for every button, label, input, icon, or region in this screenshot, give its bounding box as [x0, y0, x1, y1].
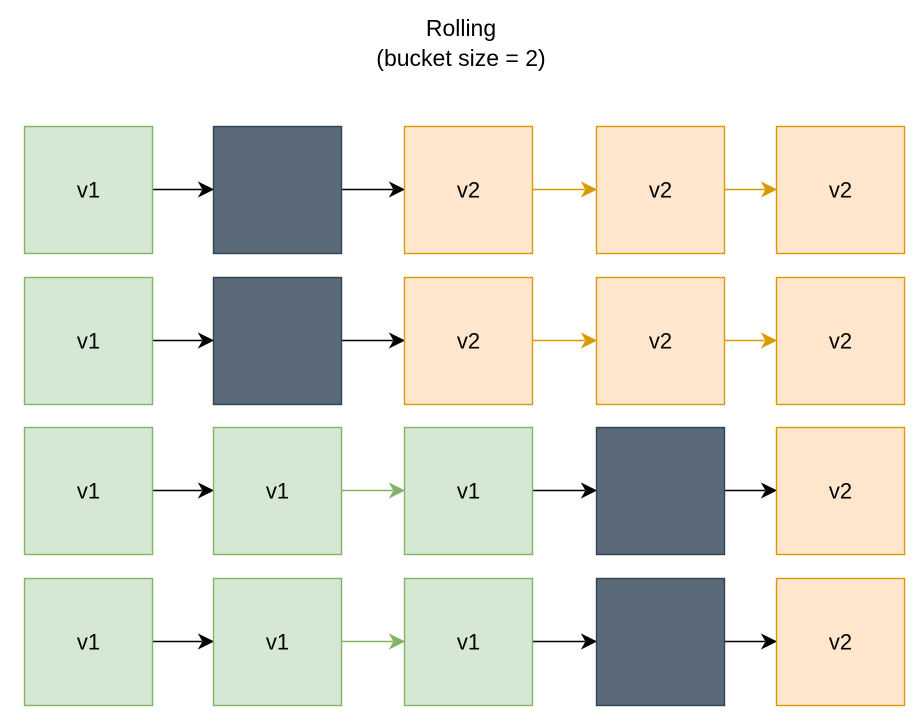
box-label: v1: [77, 630, 100, 655]
diagram-title: Rolling: [425, 15, 497, 41]
arrow-default: [152, 633, 215, 650]
version-box-v2: v2: [595, 125, 726, 255]
box-label: v1: [77, 178, 100, 203]
box-label: v1: [266, 630, 289, 655]
version-box-v1: v1: [212, 577, 343, 707]
arrow-v2: [724, 181, 778, 198]
box-label: v2: [649, 329, 672, 354]
empty-bucket-box: [595, 577, 726, 707]
arrow-default: [152, 332, 215, 349]
box-label: v2: [649, 178, 672, 203]
box-label: v2: [829, 178, 852, 203]
row-4: v1 v1 v1 v2: [23, 577, 906, 707]
arrow-default: [152, 181, 215, 198]
empty-bucket-box: [595, 426, 726, 556]
arrow-v1: [341, 633, 406, 650]
diagram-subtitle: (bucket size = 2): [376, 45, 546, 71]
box-label: v2: [829, 630, 852, 655]
version-box-v2: v2: [595, 276, 726, 406]
version-box-v1: v1: [23, 426, 154, 556]
arrow-default: [724, 482, 778, 499]
version-box-v2: v2: [775, 276, 906, 406]
row-1: v1 v2 v2 v2: [23, 125, 906, 255]
version-box-v1: v1: [403, 426, 534, 556]
version-box-v2: v2: [775, 577, 906, 707]
version-box-v1: v1: [212, 426, 343, 556]
box-label: v2: [829, 479, 852, 504]
empty-bucket-box: [212, 125, 343, 255]
row-3: v1 v1 v1 v2: [23, 426, 906, 556]
box-label: v1: [457, 479, 480, 504]
arrow-default: [532, 482, 598, 499]
box-label: v1: [457, 630, 480, 655]
arrow-default: [341, 332, 406, 349]
box-label: v1: [77, 329, 100, 354]
box-label: v2: [457, 178, 480, 203]
arrow-v2: [532, 181, 598, 198]
arrow-v2: [532, 332, 598, 349]
arrow-default: [152, 482, 215, 499]
version-box-v2: v2: [403, 276, 534, 406]
version-box-v2: v2: [403, 125, 534, 255]
arrow-default: [341, 181, 406, 198]
box-label: v2: [457, 329, 480, 354]
empty-bucket-box: [212, 276, 343, 406]
arrow-v1: [341, 482, 406, 499]
version-box-v1: v1: [403, 577, 534, 707]
arrow-v2: [724, 332, 778, 349]
row-2: v1 v2 v2 v2: [23, 276, 906, 406]
box-label: v1: [77, 479, 100, 504]
version-box-v2: v2: [775, 125, 906, 255]
arrow-default: [724, 633, 778, 650]
version-box-v2: v2: [775, 426, 906, 556]
version-box-v1: v1: [23, 577, 154, 707]
version-box-v1: v1: [23, 125, 154, 255]
version-box-v1: v1: [23, 276, 154, 406]
box-label: v2: [829, 329, 852, 354]
box-label: v1: [266, 479, 289, 504]
arrow-default: [532, 633, 598, 650]
